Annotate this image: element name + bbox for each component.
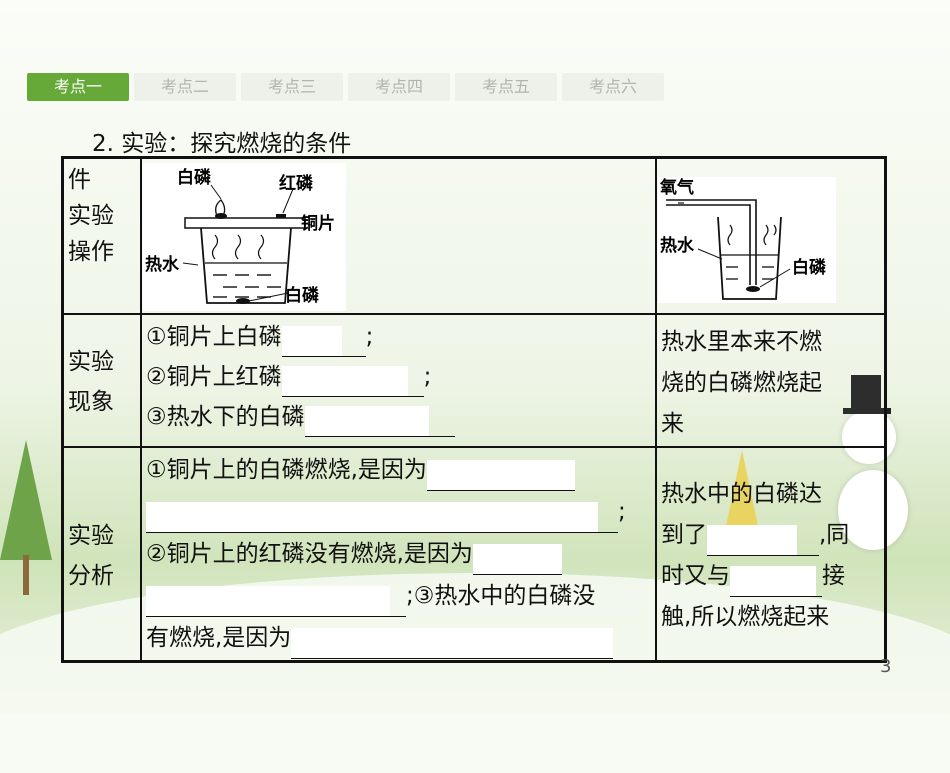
analysis-line-4: ;③热水中的白磷没 <box>146 575 652 617</box>
label-white-phosphorus-2: 白磷 <box>792 257 827 278</box>
phenomenon-right-line: 烧的白磷燃烧起 <box>661 370 822 396</box>
phenomenon-text: ③热水下的白磷 <box>146 404 305 430</box>
apparatus-diagram: 白磷 红磷 铜片 热水 白磷 <box>145 167 335 306</box>
analysis-right: 热水中的白磷达 到了 ,同 时又与 接 触,所以燃烧起来 <box>661 474 883 638</box>
phenomenon-content: ①铜片上白磷; ②铜片上红磷; ③热水下的白磷 <box>146 317 651 437</box>
figure-oxygen-experiment: 氧气 热水 白磷 <box>658 177 836 303</box>
row-divider <box>64 313 884 315</box>
analysis-content: ①铜片上的白磷燃烧,是因为 ; ②铜片上的红磷没有燃烧,是因为 ;③热水中的白磷… <box>146 449 652 659</box>
snowman-head-decoration <box>842 410 896 464</box>
answer-blank[interactable] <box>146 586 390 617</box>
answer-blank-underline <box>390 586 406 617</box>
tab-topic-2[interactable]: 考点二 <box>134 73 236 101</box>
row-header-line: 实验 <box>68 349 114 375</box>
column-divider <box>140 159 142 660</box>
answer-blank[interactable] <box>281 326 342 357</box>
analysis-right-text: 接 <box>822 563 845 589</box>
analysis-line-2: ; <box>146 491 652 533</box>
label-hot-water-2: 热水 <box>660 235 695 256</box>
answer-blank[interactable] <box>146 502 598 533</box>
row-header-operation: 件 实验 操作 <box>68 162 114 270</box>
answer-blank-underline <box>816 566 822 597</box>
answer-blank-underline <box>598 502 618 533</box>
row-header-line: 实验 <box>68 203 114 229</box>
label-white-phosphorus-bottom: 白磷 <box>285 285 320 306</box>
row-header-line: 操作 <box>68 239 114 265</box>
phenomenon-right-line: 热水里本来不燃 <box>661 329 822 355</box>
analysis-line-5: 有燃烧,是因为 <box>146 617 652 659</box>
punctuation: ; <box>618 499 626 525</box>
analysis-line-3: ②铜片上的红磷没有燃烧,是因为 <box>146 533 652 575</box>
label-red-phosphorus: 红磷 <box>279 173 314 194</box>
analysis-right-text: 到了 <box>661 522 707 548</box>
tree-trunk-decoration <box>23 555 29 595</box>
tab-topic-4[interactable]: 考点四 <box>348 73 450 101</box>
topic-tabs: 考点一 考点二 考点三 考点四 考点五 考点六 <box>27 73 664 101</box>
analysis-right-line-3: 时又与 接 <box>661 556 883 597</box>
answer-blank-underline <box>797 525 819 556</box>
answer-blank[interactable] <box>707 525 797 556</box>
analysis-text: ;③热水中的白磷没 <box>406 583 596 609</box>
phenomenon-line-3: ③热水下的白磷 <box>146 397 651 437</box>
row-header-line: 实验 <box>68 523 114 549</box>
analysis-line-1: ①铜片上的白磷燃烧,是因为 <box>146 449 652 491</box>
label-oxygen: 氧气 <box>659 177 694 198</box>
phenomenon-right: 热水里本来不燃 烧的白磷燃烧起 来 <box>661 322 883 445</box>
phenomenon-text: ①铜片上白磷 <box>146 324 282 350</box>
analysis-right-line: 热水中的白磷达 <box>661 481 822 507</box>
section-heading: 2. 实验：探究燃烧的条件 <box>92 131 352 157</box>
answer-blank[interactable] <box>730 566 816 597</box>
tree-decoration <box>0 440 52 560</box>
analysis-right-line: 触,所以燃烧起来 <box>661 604 830 630</box>
experiment-table: 件 实验 操作 白磷 红磷 铜片 热水 <box>61 156 887 663</box>
row-divider <box>64 446 884 448</box>
answer-blank[interactable] <box>291 628 614 659</box>
tab-topic-3[interactable]: 考点三 <box>241 73 343 101</box>
row-header-analysis: 实验 分析 <box>68 516 114 596</box>
figure-copper-plate-experiment: 白磷 红磷 铜片 热水 白磷 <box>143 163 346 311</box>
phenomenon-text: ②铜片上红磷 <box>146 364 282 390</box>
phenomenon-line-1: ①铜片上白磷; <box>146 317 651 357</box>
row-header-line: 现象 <box>68 389 114 415</box>
snowman-hat-decoration <box>851 375 881 411</box>
page-number: 3 <box>880 656 892 677</box>
label-copper-plate: 铜片 <box>301 213 335 234</box>
analysis-right-line-2: 到了 ,同 <box>661 515 883 556</box>
analysis-right-text: ,同 <box>819 522 850 548</box>
row-header-line: 分析 <box>68 563 114 589</box>
answer-blank[interactable] <box>281 366 408 397</box>
phenomenon-line-2: ②铜片上红磷; <box>146 357 651 397</box>
punctuation: ; <box>423 364 432 390</box>
phenomenon-right-line: 来 <box>661 411 684 437</box>
analysis-text: ②铜片上的红磷没有燃烧,是因为 <box>146 541 473 567</box>
row-header-phenomenon: 实验 现象 <box>68 342 114 422</box>
oxygen-apparatus-diagram: 氧气 热水 白磷 <box>659 177 827 300</box>
snowman-hat-brim <box>843 408 891 414</box>
analysis-right-text: 时又与 <box>661 563 730 589</box>
answer-blank-underline <box>428 406 455 437</box>
answer-blank[interactable] <box>426 460 575 491</box>
tab-topic-1[interactable]: 考点一 <box>27 73 129 101</box>
row-header-line: 件 <box>68 167 91 193</box>
label-white-phosphorus: 白磷 <box>177 167 212 188</box>
answer-blank-underline <box>407 366 424 397</box>
tab-topic-6[interactable]: 考点六 <box>562 73 664 101</box>
analysis-text: 有燃烧,是因为 <box>146 625 292 651</box>
answer-blank[interactable] <box>472 544 562 575</box>
answer-blank-underline <box>341 326 366 357</box>
column-divider <box>655 159 657 660</box>
snowman-body-decoration <box>838 470 908 550</box>
label-hot-water: 热水 <box>145 254 180 275</box>
tab-topic-5[interactable]: 考点五 <box>455 73 557 101</box>
answer-blank[interactable] <box>304 406 429 437</box>
analysis-text: ①铜片上的白磷燃烧,是因为 <box>146 457 427 483</box>
punctuation: ; <box>365 324 374 350</box>
